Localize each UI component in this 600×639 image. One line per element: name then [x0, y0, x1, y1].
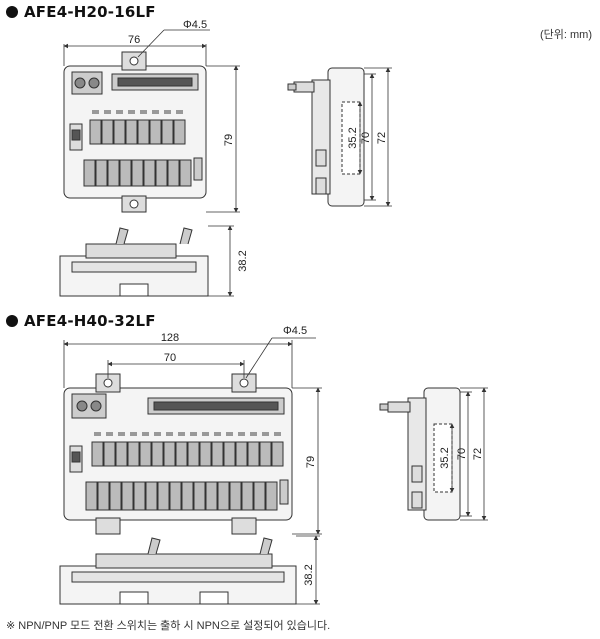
- dim-width-2: 128: [161, 332, 179, 344]
- bullet-icon: [6, 6, 18, 18]
- model-title-1: AFE4-H20-16LF: [6, 3, 156, 21]
- model-title-2: AFE4-H40-32LF: [6, 312, 156, 330]
- bottom-view-1: [59, 227, 209, 297]
- dim-side-70-1: 70: [360, 132, 372, 144]
- front-dims-1: [63, 29, 240, 213]
- dim-hole-1: Φ4.5: [183, 19, 207, 31]
- side-dims-1: [357, 67, 392, 207]
- bottom-dims-1: [208, 225, 234, 297]
- dim-hole-2: Φ4.5: [283, 325, 307, 337]
- dim-width-1: 76: [128, 34, 140, 46]
- dim-side-inner-1: 35.2: [347, 127, 359, 148]
- dim-side-inner-2: 35.2: [439, 447, 451, 468]
- bottom-dims-2: [296, 535, 320, 605]
- front-view-2: [63, 373, 293, 535]
- side-view-1: [287, 67, 365, 207]
- dim-side-72-1: 72: [376, 132, 388, 144]
- dim-depth-1: 38.2: [237, 250, 249, 271]
- dim-height-2: 79: [305, 456, 317, 468]
- footnote: ※ NPN/PNP 모드 전환 스위치는 출하 시 NPN으로 설정되어 있습니…: [6, 620, 331, 632]
- side-dims-2: [449, 387, 488, 521]
- dim-height-1: 79: [223, 134, 235, 146]
- unit-label: (단위: mm): [539, 29, 592, 41]
- bottom-view-2: [59, 537, 297, 605]
- front-dims-2: [63, 337, 322, 535]
- dim-depth-2: 38.2: [303, 564, 315, 585]
- dim-width-inner-2: 70: [164, 352, 176, 364]
- front-view-1: [63, 51, 207, 213]
- bullet-icon: [6, 315, 18, 327]
- dim-side-72-2: 72: [472, 448, 484, 460]
- dim-side-70-2: 70: [456, 448, 468, 460]
